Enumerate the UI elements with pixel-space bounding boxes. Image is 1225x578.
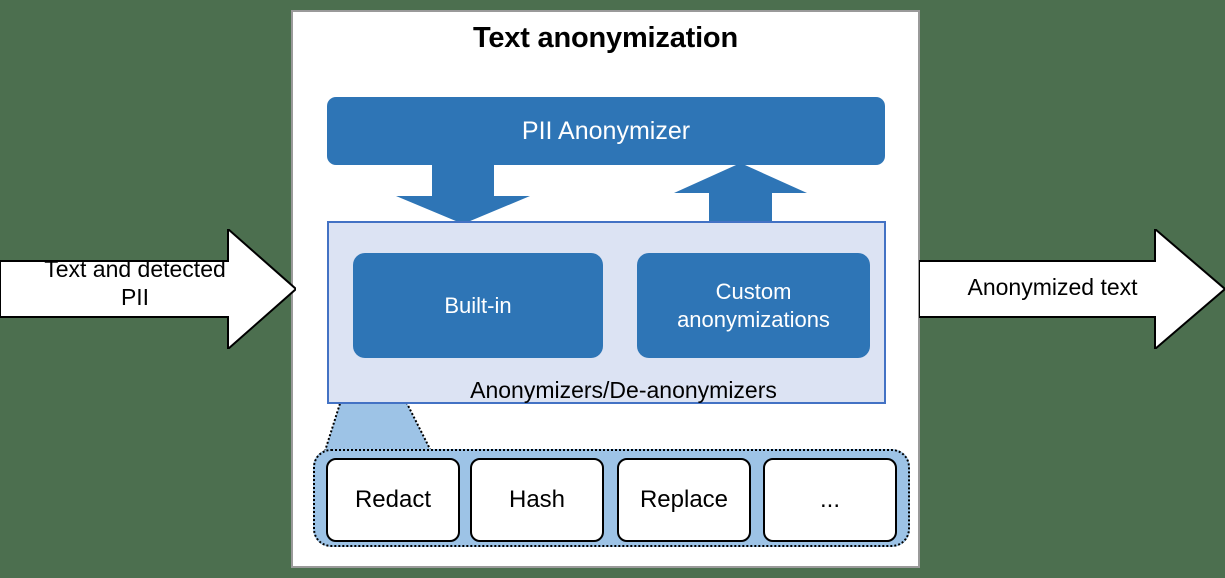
input-arrow-label-line2: PII	[120, 284, 150, 311]
type-box-more-label: ...	[819, 486, 840, 513]
card-custom-label-line1: Custom	[715, 279, 792, 304]
type-box-hash[interactable]: Hash	[470, 458, 604, 542]
card-custom-anonymizations[interactable]: Custom anonymizations	[637, 253, 870, 358]
output-arrow-label: Anonymized text	[930, 273, 1175, 301]
type-box-hash-label: Hash	[508, 486, 566, 513]
card-built-in-label: Built-in	[444, 292, 512, 318]
type-box-redact-label: Redact	[354, 486, 432, 513]
output-arrow-label-line1: Anonymized text	[967, 274, 1138, 300]
card-built-in[interactable]: Built-in	[353, 253, 603, 358]
anonymizers-container-label: Anonymizers/De-anonymizers	[470, 377, 777, 403]
type-box-more[interactable]: ...	[763, 458, 897, 542]
pii-anonymizer-node[interactable]: PII Anonymizer	[327, 97, 885, 165]
arrow-down-to-anonymizers-icon	[396, 164, 530, 224]
type-box-replace-label: Replace	[639, 486, 729, 513]
type-box-replace[interactable]: Replace	[617, 458, 751, 542]
card-custom-label-line2: anonymizations	[677, 306, 830, 332]
input-arrow-label: Text and detected PII	[10, 255, 260, 311]
arrow-up-to-pii-anonymizer-icon	[674, 163, 807, 223]
pii-anonymizer-label: PII Anonymizer	[521, 116, 691, 145]
output-block-arrow-icon	[919, 229, 1225, 349]
type-box-redact[interactable]: Redact	[326, 458, 460, 542]
input-arrow-label-line1: Text and detected	[44, 256, 226, 282]
page-title: Text anonymization	[473, 22, 738, 54]
input-block-arrow-icon	[0, 229, 296, 349]
